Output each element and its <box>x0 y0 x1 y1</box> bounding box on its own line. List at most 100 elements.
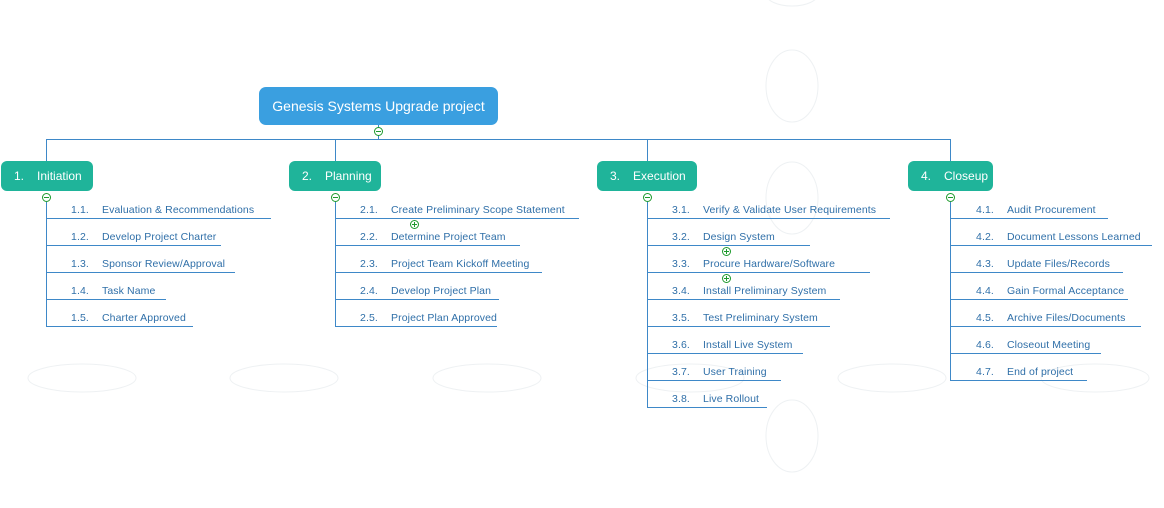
phase-bus-connector <box>46 139 951 140</box>
phase-node-2[interactable]: 2.Planning <box>289 161 381 191</box>
task-item[interactable]: 4.4.Gain Formal Acceptance <box>950 284 1128 300</box>
task-label: End of project <box>1007 366 1074 378</box>
phase-drop-connector <box>950 139 951 161</box>
task-label: Document Lessons Learned <box>1007 231 1141 243</box>
phase-drop-connector <box>335 139 336 161</box>
task-item[interactable]: 2.2.Determine Project Team <box>335 230 520 246</box>
task-label: Procure Hardware/Software <box>703 258 836 270</box>
task-item[interactable]: 3.8. Live Rollout <box>647 392 767 408</box>
phase-collapse-icon[interactable] <box>643 193 652 202</box>
task-label: Task Name <box>102 285 156 297</box>
phase-trunk-connector <box>950 202 951 381</box>
task-item[interactable]: 3.5. Test Preliminary System <box>647 311 830 327</box>
expand-icon[interactable] <box>722 274 731 283</box>
task-item[interactable]: 4.1.Audit Procurement <box>950 203 1108 219</box>
task-item[interactable]: 4.7.End of project <box>950 365 1087 381</box>
task-label: Design System <box>703 231 775 243</box>
task-label: Evaluation & Recommendations <box>102 204 255 216</box>
root-collapse-icon[interactable] <box>374 127 383 136</box>
phase-node-1[interactable]: 1.Initiation <box>1 161 93 191</box>
task-underline <box>647 326 830 327</box>
task-label: Live Rollout <box>703 393 760 405</box>
task-label: Develop Project Charter <box>102 231 217 243</box>
task-item[interactable]: 1.3.Sponsor Review/Approval <box>46 257 235 273</box>
task-item[interactable]: 3.6. Install Live System <box>647 338 803 354</box>
task-label: Determine Project Team <box>391 231 506 243</box>
phase-trunk-connector <box>647 202 648 408</box>
task-item[interactable]: 4.6. Closeout Meeting <box>950 338 1101 354</box>
task-underline <box>950 218 1108 219</box>
task-number: 4.3. <box>976 258 994 270</box>
phase-number: 3. <box>610 169 621 183</box>
task-item[interactable]: 2.1.Create Preliminary Scope Statement <box>335 203 579 219</box>
task-number: 1.5. <box>71 312 89 324</box>
task-item[interactable]: 3.4.Install Preliminary System <box>647 284 840 300</box>
task-number: 3.8. <box>672 393 690 405</box>
task-label: Archive Files/Documents <box>1007 312 1126 324</box>
task-item[interactable]: 1.1.Evaluation & Recommendations <box>46 203 271 219</box>
task-underline <box>647 380 781 381</box>
root-node[interactable]: Genesis Systems Upgrade project <box>259 87 498 125</box>
task-underline <box>46 299 166 300</box>
phase-node-3[interactable]: 3.Execution <box>597 161 697 191</box>
task-item[interactable]: 3.7.User Training <box>647 365 781 381</box>
task-number: 2.3. <box>360 258 378 270</box>
task-item[interactable]: 2.3.Project Team Kickoff Meeting <box>335 257 542 273</box>
task-item[interactable]: 3.2. Design System <box>647 230 810 246</box>
phase-node-4[interactable]: 4. Closeup <box>908 161 993 191</box>
task-item[interactable]: 1.2.Develop Project Charter <box>46 230 221 246</box>
task-underline <box>647 299 840 300</box>
task-underline <box>335 245 520 246</box>
phase-collapse-icon[interactable] <box>331 193 340 202</box>
task-underline <box>335 272 542 273</box>
task-item[interactable]: 4.2.Document Lessons Learned <box>950 230 1152 246</box>
phase-trunk-connector <box>46 202 47 327</box>
phase-collapse-icon[interactable] <box>946 193 955 202</box>
phase-number: 4. <box>921 169 932 183</box>
task-number: 3.1. <box>672 204 690 216</box>
expand-icon[interactable] <box>410 220 419 229</box>
task-underline <box>46 245 221 246</box>
task-label: Closeout Meeting <box>1007 339 1091 351</box>
task-number: 3.4. <box>672 285 690 297</box>
task-underline <box>647 218 890 219</box>
task-number: 4.6. <box>976 339 994 351</box>
task-number: 3.6. <box>672 339 690 351</box>
task-number: 3.5. <box>672 312 690 324</box>
task-label: Install Live System <box>703 339 793 351</box>
task-item[interactable]: 2.5.Project Plan Approved <box>335 311 497 327</box>
phase-drop-connector <box>46 139 47 161</box>
task-label: Gain Formal Acceptance <box>1007 285 1125 297</box>
task-label: Verify & Validate User Requirements <box>703 204 877 216</box>
task-label: Sponsor Review/Approval <box>102 258 226 270</box>
task-label: Audit Procurement <box>1007 204 1096 216</box>
task-number: 4.5. <box>976 312 994 324</box>
task-underline <box>950 299 1128 300</box>
root-title: Genesis Systems Upgrade project <box>272 98 485 114</box>
phase-number: 1. <box>14 169 25 183</box>
task-underline <box>647 272 870 273</box>
task-number: 2.5. <box>360 312 378 324</box>
task-underline <box>335 326 497 327</box>
task-underline <box>46 326 193 327</box>
task-item[interactable]: 4.3.Update Files/Records <box>950 257 1123 273</box>
task-label: Charter Approved <box>102 312 186 324</box>
task-underline <box>950 326 1141 327</box>
task-underline <box>950 245 1152 246</box>
task-item[interactable]: 3.3.Procure Hardware/Software <box>647 257 870 273</box>
task-item[interactable]: 1.5. Charter Approved <box>46 311 193 327</box>
task-item[interactable]: 3.1. Verify & Validate User Requirements <box>647 203 890 219</box>
task-label: Test Preliminary System <box>703 312 818 324</box>
phase-collapse-icon[interactable] <box>42 193 51 202</box>
task-underline <box>647 245 810 246</box>
task-item[interactable]: 4.5. Archive Files/Documents <box>950 311 1141 327</box>
task-underline <box>335 299 499 300</box>
expand-icon[interactable] <box>722 247 731 256</box>
task-item[interactable]: 2.4.Develop Project Plan <box>335 284 499 300</box>
task-item[interactable]: 1.4.Task Name <box>46 284 166 300</box>
task-underline <box>46 272 235 273</box>
phase-label: Closeup <box>944 169 989 183</box>
task-number: 2.4. <box>360 285 378 297</box>
task-number: 3.2. <box>672 231 690 243</box>
